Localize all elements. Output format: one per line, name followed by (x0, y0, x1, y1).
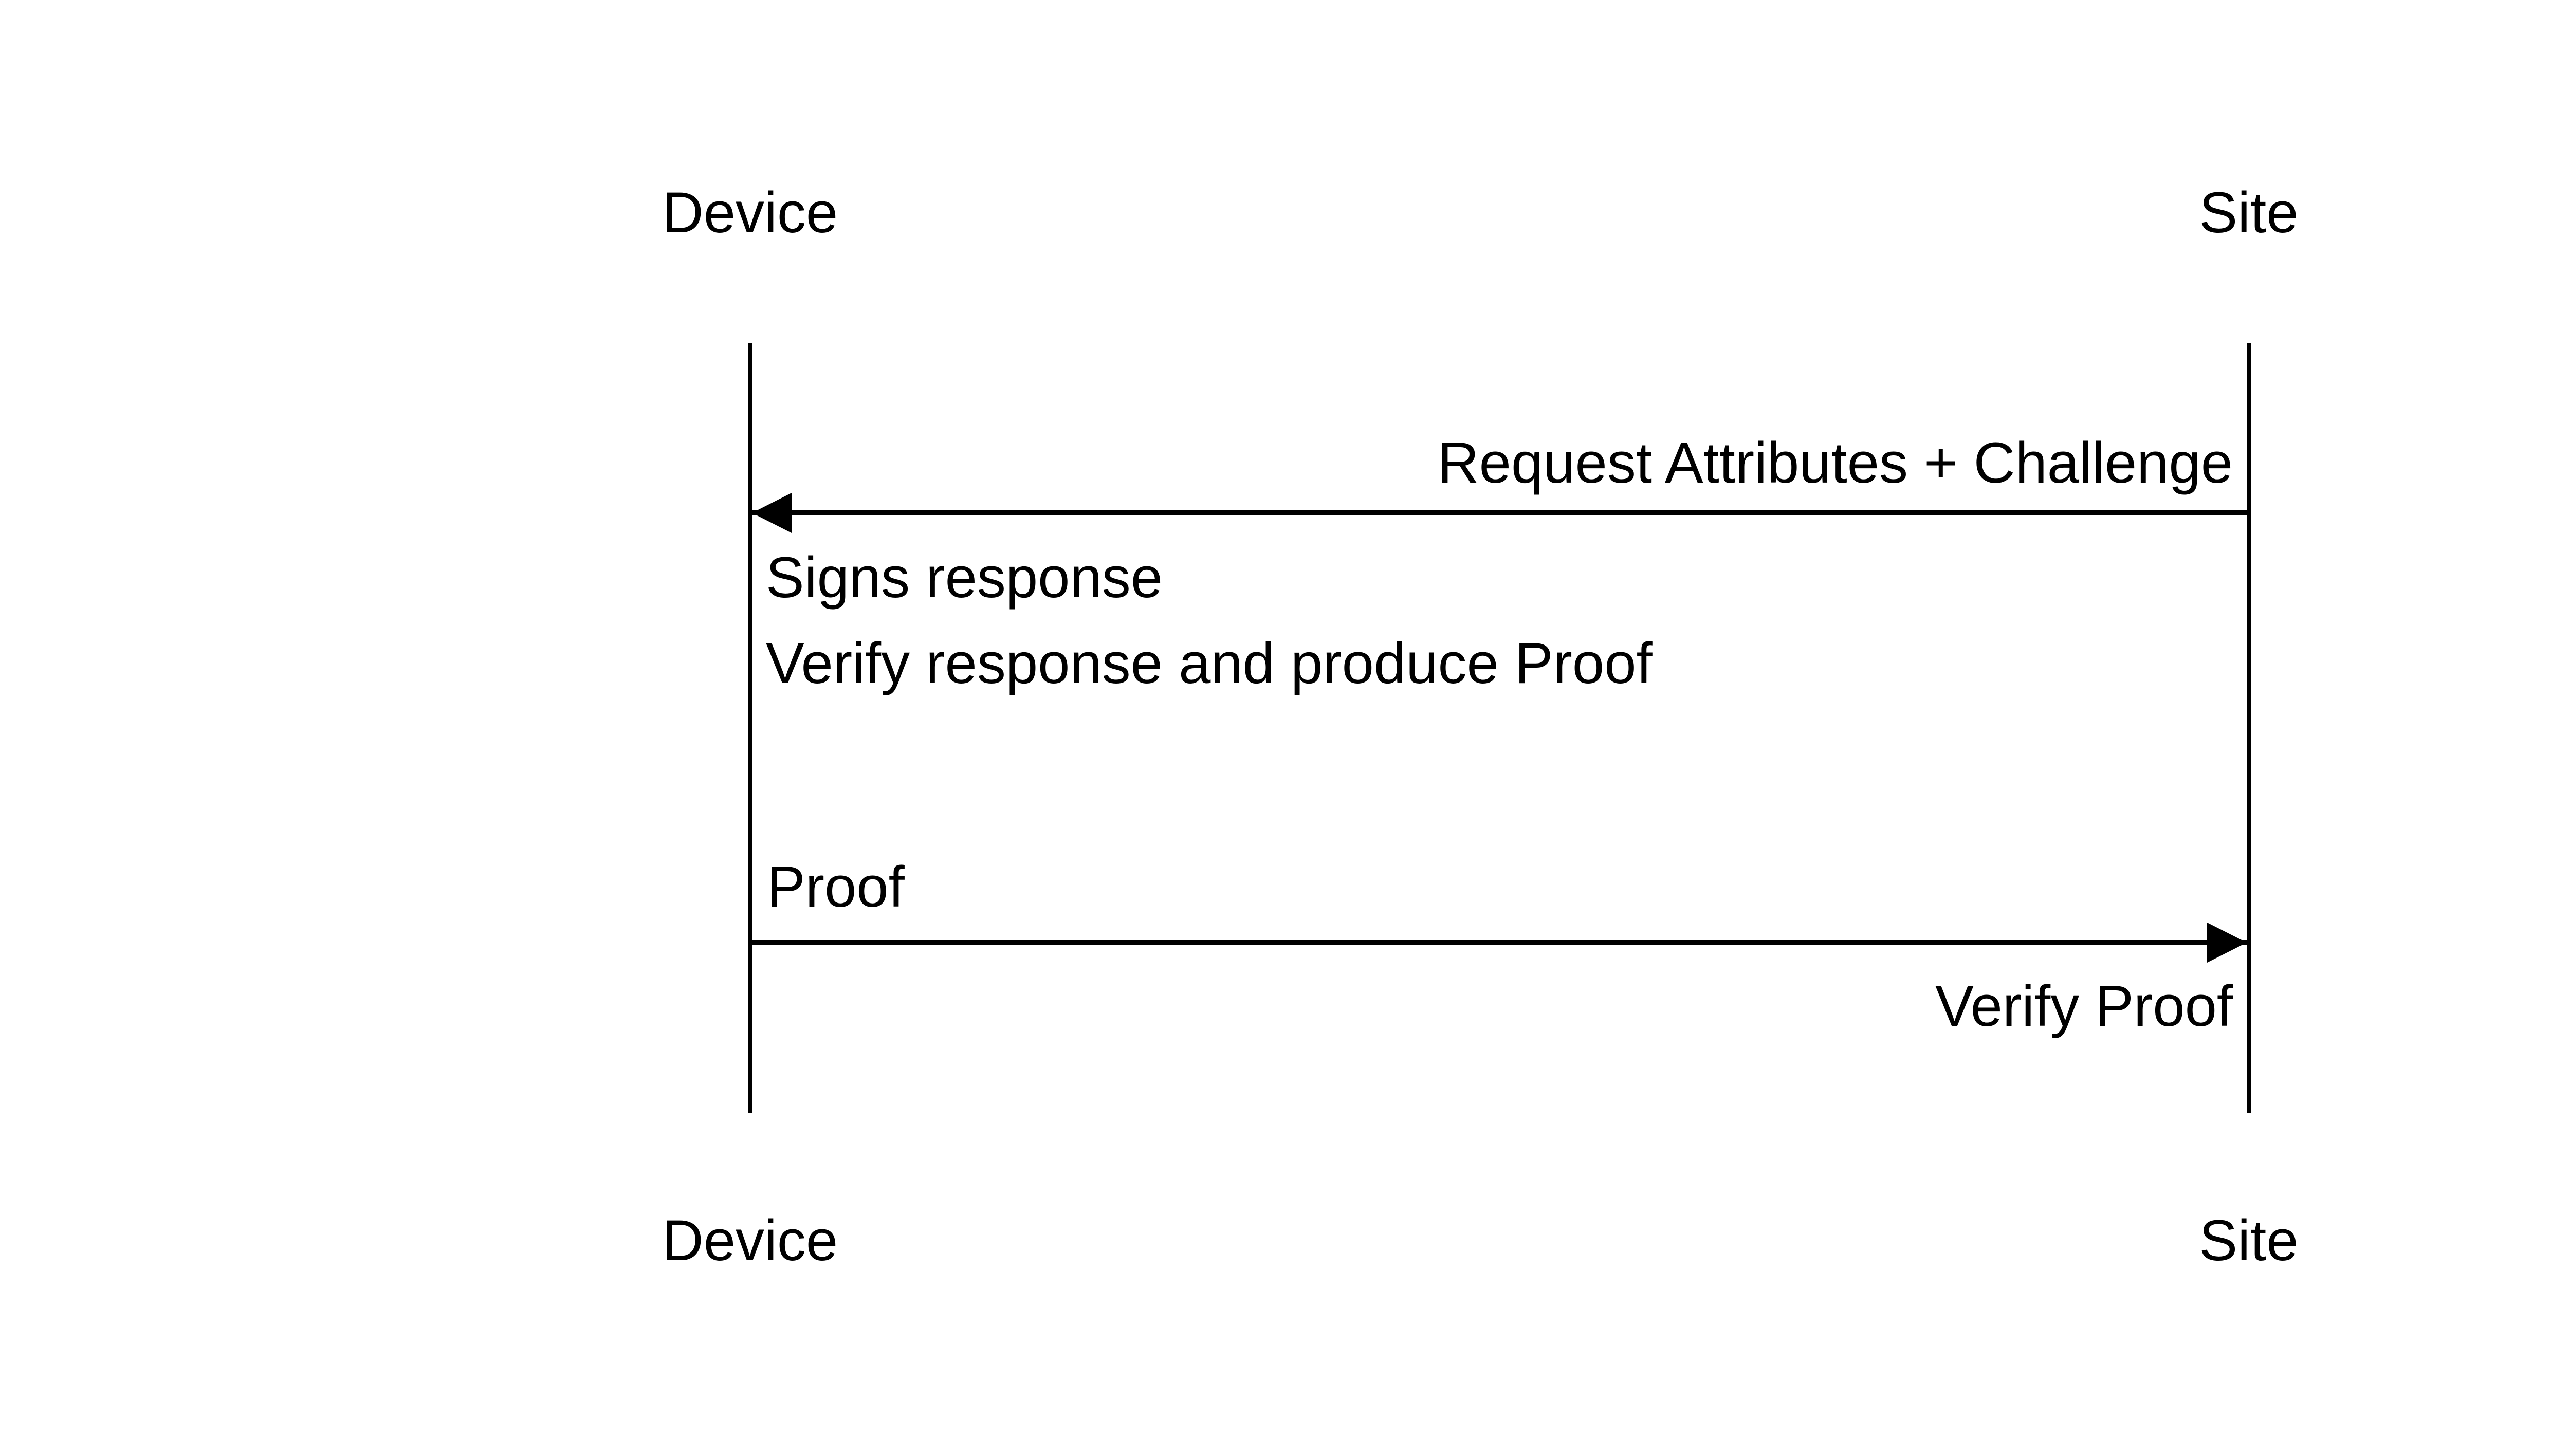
actor-site-label-top: Site (2199, 180, 2299, 245)
message-2-label: Proof (767, 855, 905, 919)
site-lifeline (2247, 343, 2251, 1113)
message-1-arrowhead-left-icon (752, 493, 792, 533)
note-verify-response-produce-proof: Verify response and produce Proof (766, 631, 1653, 695)
message-1-line (750, 510, 2249, 515)
note-verify-proof: Verify Proof (1935, 974, 2233, 1038)
device-lifeline (748, 343, 752, 1113)
message-1-label: Request Attributes + Challenge (1437, 431, 2233, 495)
actor-device-label-top: Device (662, 180, 838, 245)
message-2-arrowhead-right-icon (2207, 923, 2247, 963)
actor-site-label-bottom: Site (2199, 1208, 2299, 1273)
note-signs-response: Signs response (766, 545, 1163, 610)
message-2-line (750, 940, 2249, 945)
actor-device-label-bottom: Device (662, 1208, 838, 1273)
